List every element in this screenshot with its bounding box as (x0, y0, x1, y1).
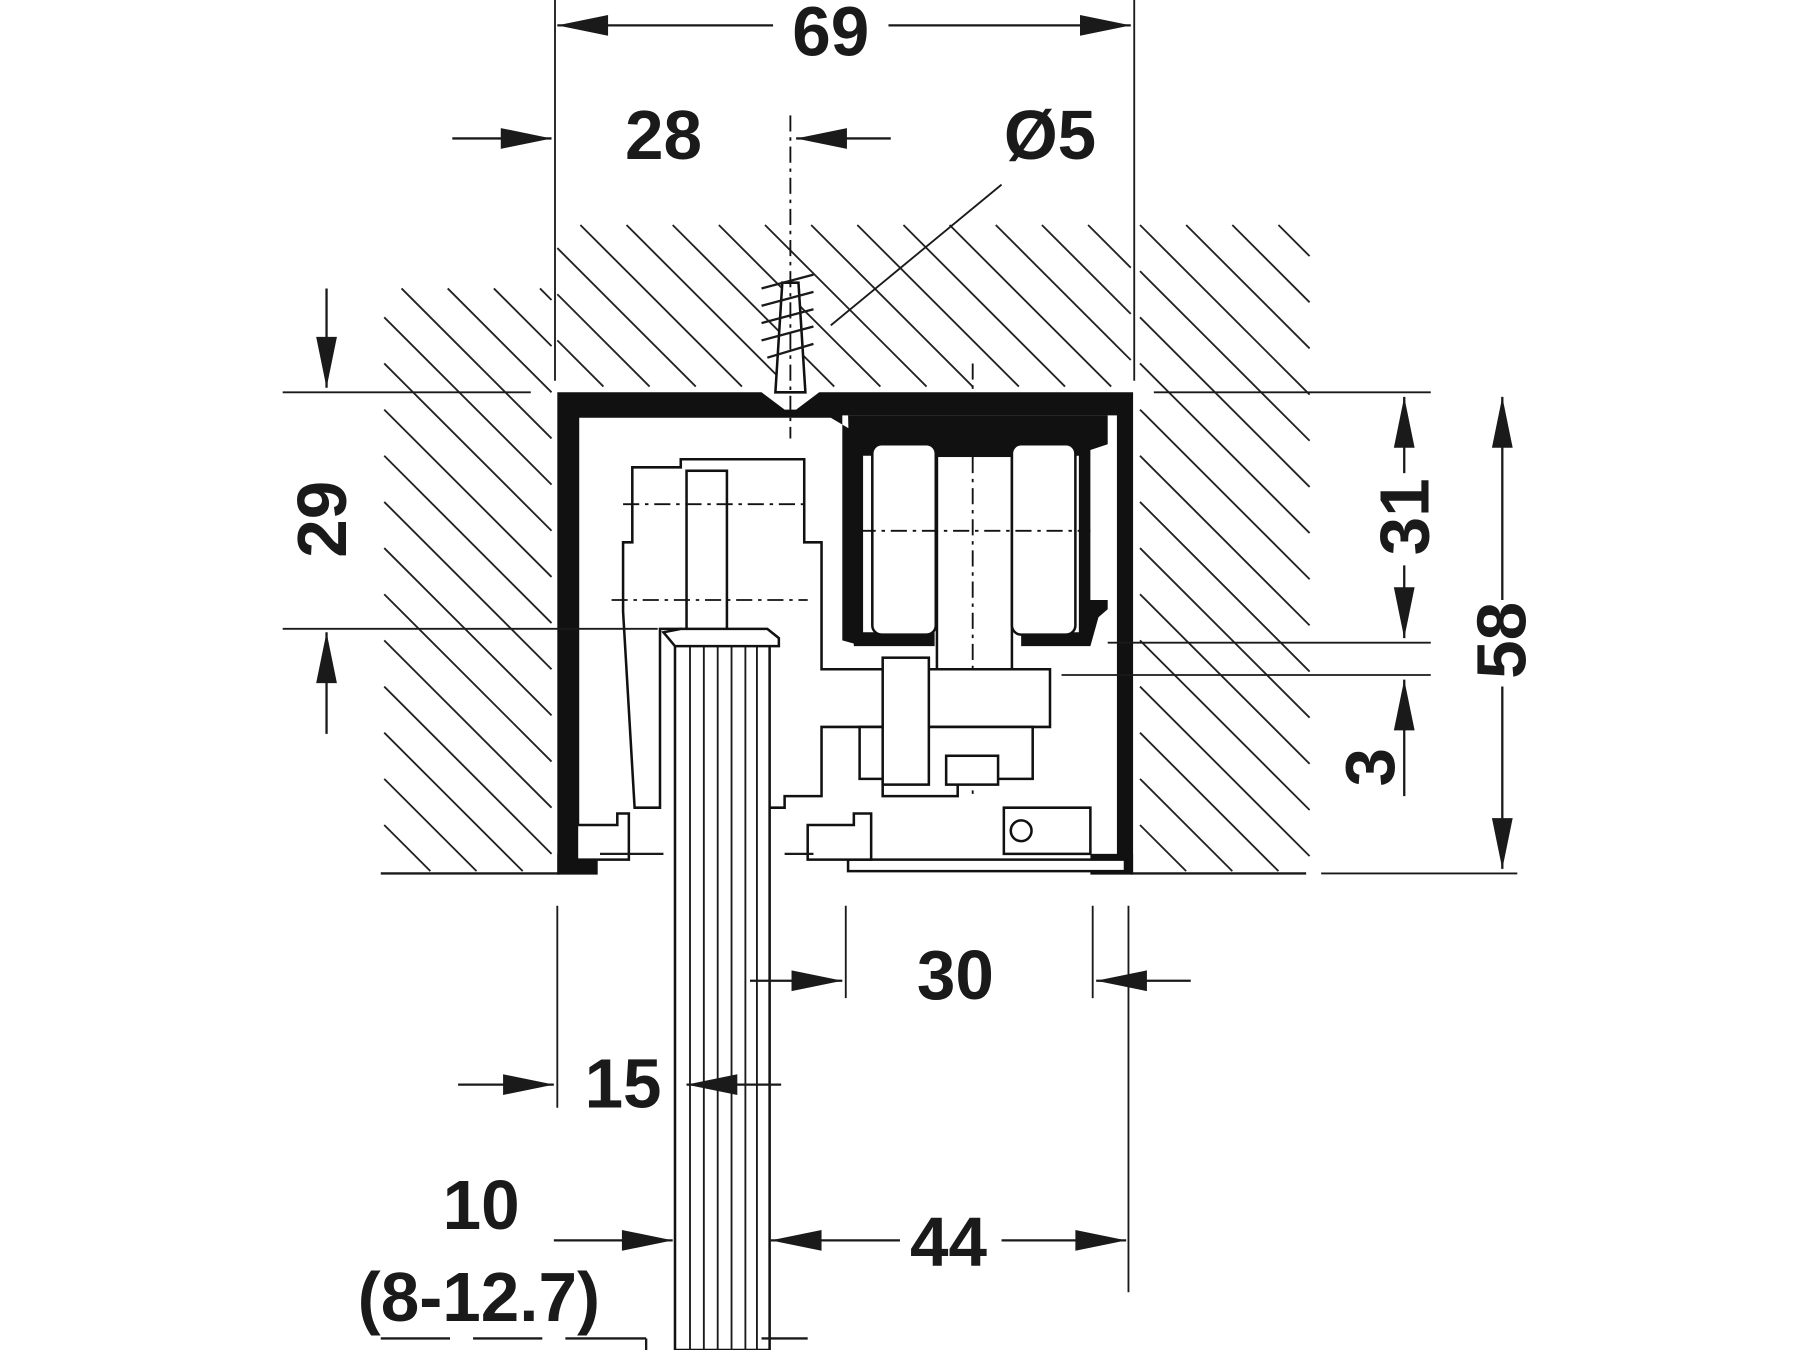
hatch-line (1277, 224, 1311, 257)
hatch-line (764, 224, 928, 388)
hatch-line (383, 455, 553, 624)
extension-lines (282, 0, 1518, 1350)
hatch-line (539, 287, 553, 301)
dim-door-to-edge: 44 (910, 1203, 987, 1281)
arrowhead-icon (1080, 15, 1131, 36)
hatch-line (400, 287, 553, 440)
dim-overall-height: 58 (1462, 602, 1540, 679)
hatch-line (1139, 593, 1311, 765)
hatch-line (447, 287, 553, 393)
arrowhead-icon (316, 632, 337, 684)
arrowhead-icon (1491, 396, 1513, 448)
hatch-line (1139, 408, 1311, 580)
arrowhead-icon (1393, 396, 1415, 448)
hatch-line (948, 224, 1112, 388)
hatch-line (383, 408, 553, 578)
hatch-line (625, 224, 789, 388)
arrowhead-icon (791, 970, 843, 992)
dim-overall-width: 69 (792, 0, 869, 70)
dim-door-thickness: 10 (443, 1166, 520, 1244)
hatch-line (383, 824, 432, 872)
arrowhead-icon (770, 1230, 822, 1251)
hatch-line (1139, 224, 1311, 396)
arrowhead-icon (621, 1230, 673, 1251)
hatch-line (383, 593, 553, 763)
dim-door-offset: 15 (585, 1045, 662, 1123)
hatch-line (1139, 455, 1311, 627)
hatch-line (579, 224, 743, 388)
arrowhead-icon (557, 15, 609, 36)
dim-door-thickness-range: (8-12.7) (358, 1258, 600, 1336)
hatch-line (493, 287, 553, 347)
dim-track-to-wheel: 31 (1365, 478, 1443, 555)
hatch-line (383, 639, 553, 809)
hatch-line (1231, 224, 1311, 303)
arrowhead-icon (1075, 1230, 1127, 1251)
arrowhead-icon (316, 336, 337, 388)
hatch-line (1139, 732, 1280, 872)
hatch-line (1139, 824, 1187, 872)
hatch-line (902, 224, 1066, 388)
dim-cover-width: 30 (917, 936, 994, 1014)
hatch-line (383, 316, 553, 486)
arrowhead-icon (500, 128, 552, 149)
hatch-line (1087, 224, 1132, 269)
hatch-line (1139, 270, 1311, 442)
hatch-line (810, 224, 974, 388)
hatch-line (1139, 362, 1311, 534)
hatch-line (1139, 778, 1233, 872)
hatch-line (556, 247, 697, 388)
hatch-line (856, 224, 1020, 388)
dim-recess-depth: 29 (283, 481, 361, 558)
dim-gap: 3 (1331, 748, 1409, 787)
hatch-line (383, 501, 553, 670)
hatch-line (1041, 224, 1132, 315)
hatch-line (556, 339, 605, 388)
arrowhead-icon (1491, 818, 1513, 869)
dimension-arrows (316, 15, 1513, 1251)
hatch-line (1139, 639, 1311, 811)
arrowhead-icon (796, 128, 847, 149)
hatch-line (383, 362, 553, 532)
arrowhead-icon (503, 1074, 554, 1095)
hatch-line (1139, 685, 1311, 857)
hatch-line (1139, 547, 1311, 719)
arrowhead-icon (1096, 970, 1147, 992)
hatch-line (995, 224, 1132, 361)
arrowhead-icon (1393, 587, 1415, 639)
arrowhead-icon (686, 1074, 738, 1095)
hatch-line (1139, 501, 1311, 673)
arrowhead-icon (1393, 679, 1415, 731)
hatch-line (383, 685, 553, 855)
hatch-line (383, 732, 524, 872)
hatch-line (672, 224, 835, 388)
hatch-line (383, 778, 478, 872)
hatch-line (1139, 316, 1311, 488)
hatch-line (556, 293, 651, 388)
hatch-line (1185, 224, 1311, 350)
dim-screw-offset: 28 (625, 96, 702, 174)
hatch-line (383, 547, 553, 717)
dim-screw-diameter: Ø5 (1004, 96, 1096, 174)
screw (761, 115, 814, 439)
door-panel (661, 627, 781, 1350)
